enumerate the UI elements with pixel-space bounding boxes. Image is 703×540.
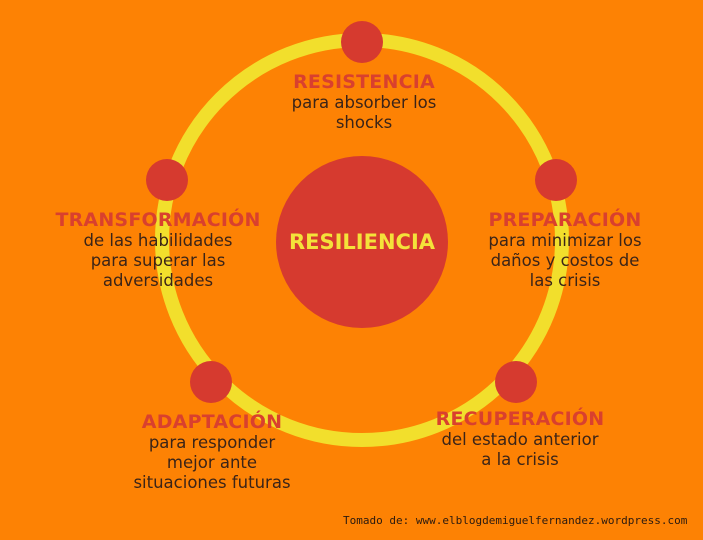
node-desc: mejor ante — [166, 453, 258, 472]
node-title: RESISTENCIA — [293, 71, 435, 93]
node-title: RECUPERACIÓN — [435, 408, 605, 430]
node-desc: para responder — [148, 433, 276, 452]
node-desc: daños y costos de — [490, 251, 640, 270]
node-resistencia — [341, 21, 383, 63]
center-label: RESILIENCIA — [288, 230, 436, 254]
node-title: PREPARACIÓN — [488, 209, 642, 231]
node-title: TRANSFORMACIÓN — [55, 209, 261, 231]
label-resistencia: RESISTENCIA para absorber los shocks — [292, 71, 437, 133]
node-transformacion — [146, 159, 188, 201]
node-desc: las crisis — [529, 271, 601, 290]
label-preparacion: PREPARACIÓN para minimizar los daños y c… — [488, 209, 641, 291]
node-desc: para minimizar los — [488, 231, 642, 250]
node-desc: del estado anterior — [441, 430, 599, 449]
label-adaptacion: ADAPTACIÓN para responder mejor ante sit… — [133, 411, 290, 493]
node-desc: para absorber los — [291, 93, 437, 112]
node-recuperacion — [495, 361, 537, 403]
node-preparacion — [535, 159, 577, 201]
label-transformacion: TRANSFORMACIÓN de las habilidades para s… — [55, 209, 260, 291]
node-desc: situaciones futuras — [133, 473, 291, 492]
node-desc: adversidades — [102, 271, 214, 290]
node-desc: shocks — [335, 113, 393, 132]
node-desc: para superar las — [90, 251, 226, 270]
center-circle — [276, 156, 448, 328]
node-title: ADAPTACIÓN — [141, 411, 283, 433]
node-desc: a la crisis — [481, 450, 559, 469]
node-desc: de las habilidades — [83, 231, 233, 250]
node-adaptacion — [190, 361, 232, 403]
label-recuperacion: RECUPERACIÓN del estado anterior a la cr… — [436, 408, 605, 470]
source-credit: Tomado de: www.elblogdemiguelfernandez.w… — [343, 514, 688, 527]
